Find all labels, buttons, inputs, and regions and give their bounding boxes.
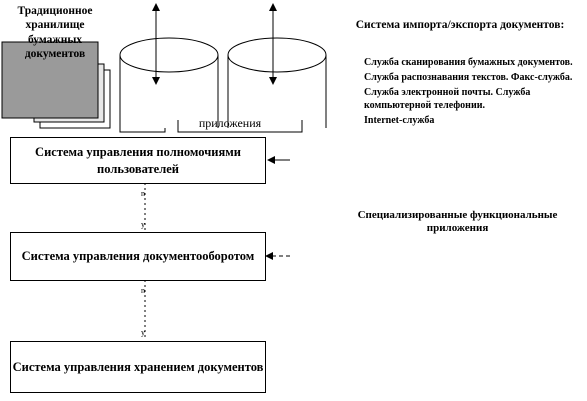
authority-management-box: Система управления полномочиями пользова… (10, 137, 266, 184)
link-mark: y (141, 220, 145, 229)
link-mark: n (141, 189, 145, 198)
database-cylinder-icon (227, 37, 327, 128)
link-mark: n (141, 286, 145, 295)
authority-management-label: Система управления полномочиями пользова… (35, 144, 241, 176)
applications-label: приложения (198, 116, 262, 130)
paper-storage-label: Традиционное хранилище бумажных документ… (17, 5, 93, 61)
paper-stack-icon (1, 41, 111, 129)
list-item: Служба сканирования бумажных документов. (364, 57, 573, 68)
link-mark: y (141, 328, 145, 337)
specialized-apps-label: Специализированные функциональные прилож… (357, 209, 558, 235)
import-export-title: Система импорта/экспорта документов: (355, 19, 565, 31)
database-cylinder-icon (119, 37, 219, 128)
storage-management-label: Система управления хранением документов (12, 359, 264, 374)
workflow-management-box: Система управления документооборотом (10, 232, 266, 281)
list-item: Служба распознавания текстов. Факс-служб… (364, 72, 573, 83)
list-item: Internet-служба (364, 115, 435, 126)
apps-frame (119, 120, 303, 133)
storage-management-box: Система управления хранением документов (10, 341, 266, 393)
workflow-management-label: Система управления документооборотом (21, 249, 255, 264)
list-item: Служба электронной почты. Служба компьют… (364, 87, 531, 111)
import-export-list: Служба сканирования бумажных документов.… (364, 56, 584, 129)
